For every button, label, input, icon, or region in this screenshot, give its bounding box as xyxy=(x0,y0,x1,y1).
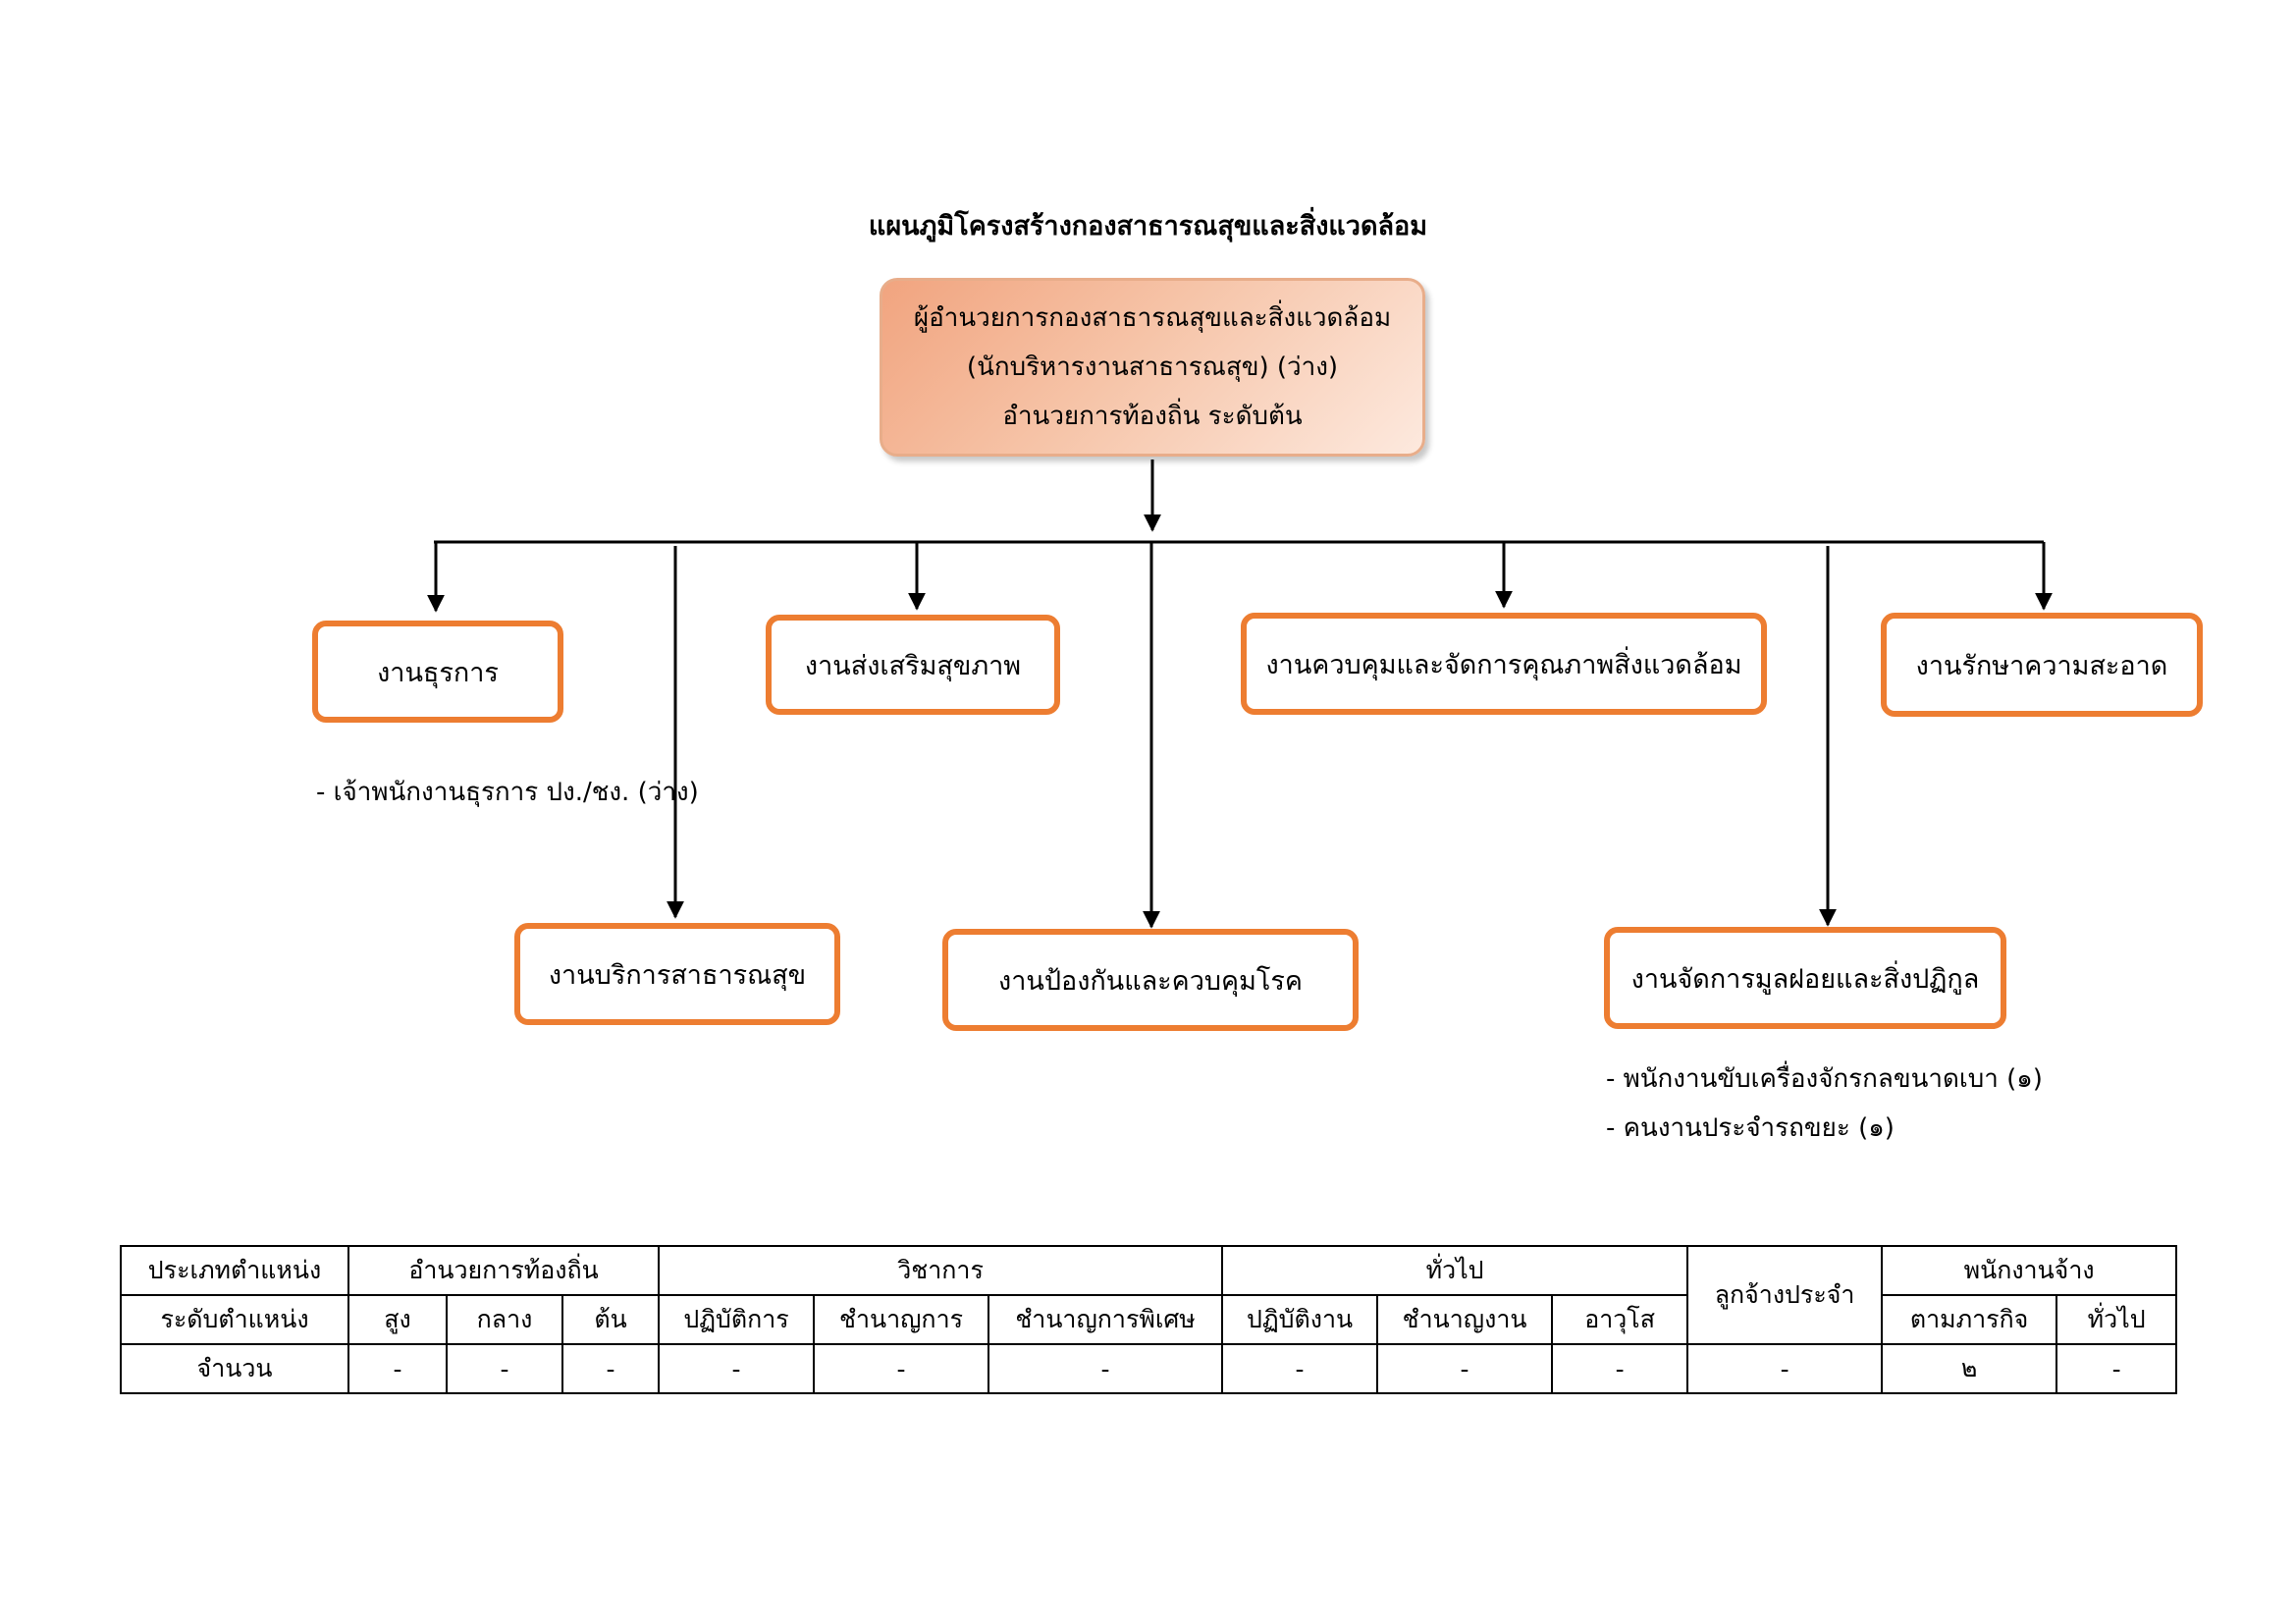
director-position: (นักบริหารงานสาธารณสุข) (ว่าง) xyxy=(966,352,1339,382)
position-table: ประเภทตำแหน่ง อำนวยการท้องถิ่น วิชาการ ท… xyxy=(120,1245,2178,1394)
unit-waste-management: งานจัดการมูลฝอยและสิ่งปฏิกูล xyxy=(1604,927,2006,1029)
level-cell: ปฏิบัติงาน xyxy=(1221,1294,1379,1345)
unit-public-health-service: งานบริการสาธารณสุข xyxy=(514,923,840,1025)
level-cell: ปฏิบัติการ xyxy=(658,1294,816,1345)
unit-health-promotion: งานส่งเสริมสุขภาพ xyxy=(766,615,1060,715)
level-cell: ชำนาญงาน xyxy=(1376,1294,1554,1345)
type-label: ประเภทตำแหน่ง xyxy=(120,1245,349,1296)
count-cell: - xyxy=(1551,1343,1689,1394)
level-cell: กลาง xyxy=(446,1294,563,1345)
level-cell: ชำนาญการ xyxy=(813,1294,990,1345)
count-cell: - xyxy=(446,1343,563,1394)
table-row-type: ประเภทตำแหน่ง อำนวยการท้องถิ่น วิชาการ ท… xyxy=(120,1245,2178,1345)
level-cell: อาวุโส xyxy=(1551,1294,1689,1345)
director-box: ผู้อำนวยการกองสาธารณสุขและสิ่งแวดล้อม (น… xyxy=(880,278,1425,457)
count-cell: ๒ xyxy=(1881,1343,2058,1394)
director-title: ผู้อำนวยการกองสาธารณสุขและสิ่งแวดล้อม xyxy=(913,303,1392,333)
header-contract: พนักงานจ้าง xyxy=(1881,1245,2178,1296)
chart-title: แผนภูมิโครงสร้างกองสาธารณสุขและสิ่งแวดล้… xyxy=(868,211,1428,242)
unit-cleaning: งานรักษาความสะอาด xyxy=(1881,613,2203,717)
table-row-count: จำนวน - - - - - - - - - - ๒ - xyxy=(120,1343,2178,1394)
count-cell: - xyxy=(813,1343,990,1394)
header-permanent: ลูกจ้างประจำ xyxy=(1686,1245,1884,1345)
level-cell: ชำนาญการพิเศษ xyxy=(988,1294,1224,1345)
note-waste-staff-1: - พนักงานขับเครื่องจักรกลขนาดเบา (๑) xyxy=(1606,1064,2043,1094)
level-cell: ตามภารกิจ xyxy=(1881,1294,2058,1345)
unit-admin: งานธุรการ xyxy=(312,621,563,723)
table-row-level: ระดับตำแหน่ง สูง กลาง ต้น ปฏิบัติการ ชำน… xyxy=(120,1294,2178,1345)
level-label: ระดับตำแหน่ง xyxy=(120,1294,349,1345)
count-cell: - xyxy=(2056,1343,2178,1394)
header-local-admin: อำนวยการท้องถิ่น xyxy=(347,1245,661,1296)
count-cell: - xyxy=(347,1343,448,1394)
note-admin-staff: - เจ้าพนักงานธุรการ ปง./ชง. (ว่าง) xyxy=(316,778,699,807)
count-cell: - xyxy=(561,1343,661,1394)
unit-environment-quality: งานควบคุมและจัดการคุณภาพสิ่งแวดล้อม xyxy=(1241,613,1767,715)
count-cell: - xyxy=(1686,1343,1884,1394)
level-cell: ต้น xyxy=(561,1294,661,1345)
count-cell: - xyxy=(988,1343,1224,1394)
director-level: อำนวยการท้องถิ่น ระดับต้น xyxy=(1002,402,1303,431)
level-cell: สูง xyxy=(347,1294,448,1345)
count-cell: - xyxy=(1221,1343,1379,1394)
count-label: จำนวน xyxy=(120,1343,349,1394)
header-academic: วิชาการ xyxy=(658,1245,1224,1296)
count-cell: - xyxy=(658,1343,816,1394)
level-cell: ทั่วไป xyxy=(2056,1294,2178,1345)
unit-disease-control: งานป้องกันและควบคุมโรค xyxy=(942,929,1359,1031)
count-cell: - xyxy=(1376,1343,1554,1394)
note-waste-staff-2: - คนงานประจำรถขยะ (๑) xyxy=(1606,1113,1895,1143)
header-general: ทั่วไป xyxy=(1221,1245,1689,1296)
